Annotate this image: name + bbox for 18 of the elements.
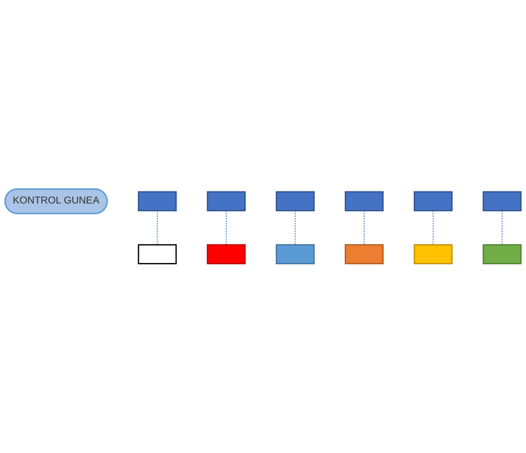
connector (364, 210, 365, 246)
connector (432, 210, 434, 246)
node-box (206, 191, 246, 212)
node-box (414, 191, 453, 212)
node-box (276, 191, 315, 212)
node-box (138, 191, 177, 212)
node-box (276, 244, 315, 264)
node-box (138, 244, 177, 264)
node-box (482, 244, 522, 264)
node-box (344, 244, 384, 264)
node-box (206, 244, 246, 264)
connector (502, 210, 503, 246)
node-box (344, 191, 384, 212)
node-box (482, 191, 522, 212)
node-box (414, 244, 453, 264)
connector (294, 210, 296, 246)
connector (156, 210, 158, 246)
connector (226, 210, 227, 246)
